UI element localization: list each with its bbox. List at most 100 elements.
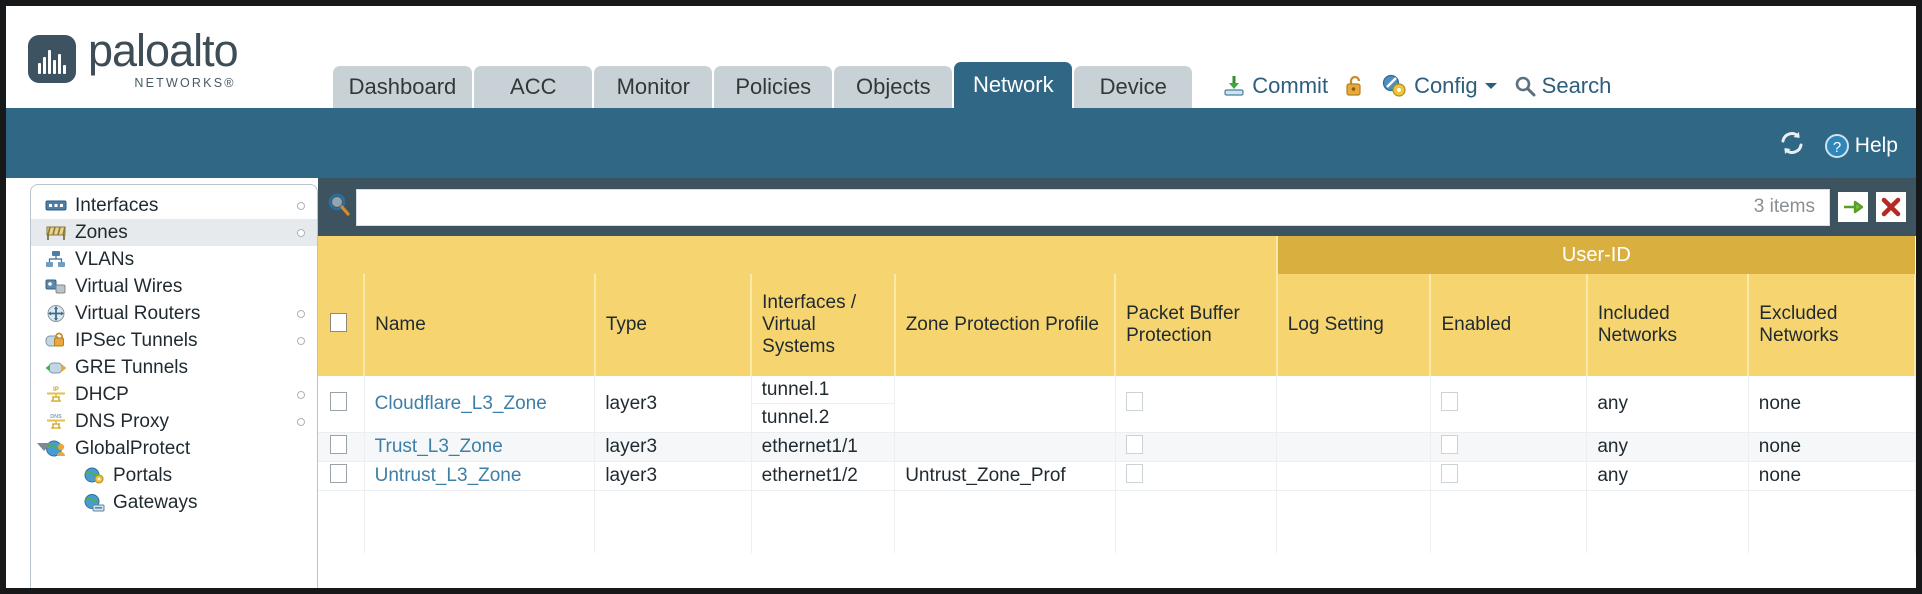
select-all-header[interactable]: [318, 274, 366, 376]
tab-dashboard[interactable]: Dashboard: [332, 66, 473, 108]
filler-cell: [364, 490, 596, 553]
cell-name[interactable]: Cloudflare_L3_Zone: [364, 376, 596, 433]
help-question-icon: ?: [1824, 133, 1850, 159]
sidebar-item-zones[interactable]: Zones: [31, 219, 317, 246]
search-field-container[interactable]: 3 items: [356, 188, 1830, 226]
sidebar-item-dns-proxy[interactable]: DNS DNS Proxy: [31, 408, 317, 435]
row-checkbox[interactable]: [330, 463, 347, 483]
column-header-interfaces[interactable]: Interfaces / Virtual Systems: [751, 274, 896, 376]
column-header-zone-protection-profile[interactable]: Zone Protection Profile: [894, 274, 1117, 376]
cell-packet-buffer-protection[interactable]: [1115, 461, 1278, 491]
cell-interfaces: ethernet1/1: [751, 432, 896, 462]
cell-zone-protection-profile: [894, 376, 1116, 433]
group-header-spacer: [318, 236, 1278, 274]
sidebar-item-label: DNS Proxy: [75, 410, 169, 432]
sidebar-item-label: Portals: [113, 464, 173, 486]
column-header-excluded-networks[interactable]: Excluded Networks: [1748, 274, 1916, 376]
search-button[interactable]: Search: [1514, 73, 1612, 99]
item-count-label: 3 items: [1753, 196, 1815, 217]
sidebar-item-dhcp[interactable]: IP DHCP: [31, 381, 317, 408]
table-row[interactable]: Untrust_L3_Zone layer3 ethernet1/2 Untru…: [318, 461, 1916, 491]
column-header-log-setting[interactable]: Log Setting: [1276, 274, 1432, 376]
sidebar-item-virtual-routers[interactable]: Virtual Routers: [31, 300, 317, 327]
tab-acc[interactable]: ACC: [474, 66, 593, 108]
sidebar-item-vlans[interactable]: VLANs: [31, 246, 317, 273]
row-select-cell[interactable]: [318, 461, 365, 491]
column-header-packet-buffer-protection[interactable]: Packet Buffer Protection: [1115, 274, 1278, 376]
user-id-enabled-checkbox[interactable]: [1440, 434, 1458, 454]
tab-network[interactable]: Network: [954, 62, 1073, 108]
apply-filter-button[interactable]: [1838, 192, 1868, 222]
status-dot: [297, 229, 305, 237]
gre-tunnels-icon: [45, 358, 67, 377]
sidebar-item-virtual-wires[interactable]: Virtual Wires: [31, 273, 317, 300]
filler-cell: [1748, 490, 1916, 553]
cell-user-id-enabled[interactable]: [1430, 376, 1588, 433]
help-label: Help: [1854, 133, 1898, 157]
clear-filter-button[interactable]: [1876, 192, 1906, 222]
sidebar-item-ipsec-tunnels[interactable]: IPSec Tunnels: [31, 327, 317, 354]
filler-cell: [751, 490, 896, 553]
network-sidebar: Interfaces Zones: [30, 184, 318, 588]
cell-name[interactable]: Untrust_L3_Zone: [364, 461, 596, 491]
row-select-cell[interactable]: [318, 432, 365, 462]
user-id-enabled-checkbox[interactable]: [1440, 463, 1458, 483]
sidebar-item-globalprotect[interactable]: GlobalProtect: [31, 435, 317, 462]
zones-icon: [45, 223, 67, 242]
svg-text:?: ?: [1833, 139, 1841, 156]
zone-name-link[interactable]: Trust_L3_Zone: [374, 436, 503, 457]
cell-log-setting: [1276, 376, 1431, 433]
logo-wordmark: paloalto: [88, 25, 239, 76]
table-row[interactable]: Trust_L3_Zone layer3 ethernet1/1: [318, 432, 1916, 462]
commit-button[interactable]: Commit: [1222, 73, 1328, 99]
packet-buffer-protection-checkbox[interactable]: [1125, 391, 1143, 411]
column-header-enabled[interactable]: Enabled: [1430, 274, 1588, 376]
cell-interfaces: ethernet1/2: [751, 461, 896, 491]
caret-expanded-icon[interactable]: [37, 443, 51, 451]
cell-name[interactable]: Trust_L3_Zone: [364, 432, 596, 462]
tab-device[interactable]: Device: [1074, 66, 1193, 108]
ipsec-tunnels-icon: [45, 331, 67, 350]
table-empty-filler-row: [318, 490, 1916, 553]
sidebar-item-portals[interactable]: Portals: [31, 462, 317, 489]
column-header-included-networks[interactable]: Included Networks: [1586, 274, 1750, 376]
tab-monitor[interactable]: Monitor: [594, 66, 713, 108]
sidebar-item-label: IPSec Tunnels: [75, 329, 198, 351]
row-select-cell[interactable]: [318, 376, 365, 433]
tab-policies[interactable]: Policies: [714, 66, 833, 108]
sidebar-item-label: VLANs: [75, 248, 135, 270]
search-input[interactable]: [367, 196, 1754, 218]
sidebar-item-gateways[interactable]: Gateways: [31, 489, 317, 516]
zone-name-link[interactable]: Untrust_L3_Zone: [374, 465, 522, 486]
sidebar-item-gre-tunnels[interactable]: GRE Tunnels: [31, 354, 317, 381]
virtual-routers-icon: [45, 304, 67, 323]
tab-objects[interactable]: Objects: [834, 66, 953, 108]
portals-icon: [83, 466, 105, 485]
row-checkbox[interactable]: [330, 434, 347, 454]
filler-cell: [1276, 490, 1431, 553]
search-icon[interactable]: [322, 192, 356, 223]
row-checkbox[interactable]: [330, 391, 347, 411]
commit-label: Commit: [1252, 73, 1329, 98]
search-row: 3 items: [318, 178, 1916, 236]
status-dot: [297, 391, 305, 399]
user-id-enabled-checkbox[interactable]: [1440, 391, 1458, 411]
sidebar-item-interfaces[interactable]: Interfaces: [31, 192, 317, 219]
table-row[interactable]: Cloudflare_L3_Zone layer3 tunnel.1 tunne…: [318, 376, 1916, 433]
packet-buffer-protection-checkbox[interactable]: [1125, 463, 1143, 483]
cell-packet-buffer-protection[interactable]: [1115, 376, 1278, 433]
cell-user-id-enabled[interactable]: [1430, 461, 1588, 491]
cell-included-networks: any: [1586, 376, 1749, 433]
help-button[interactable]: ? Help: [1824, 133, 1898, 159]
config-menu[interactable]: Config: [1382, 73, 1498, 99]
column-header-name[interactable]: Name: [364, 274, 596, 376]
search-label: Search: [1541, 73, 1612, 98]
refresh-icon[interactable]: [1778, 130, 1806, 161]
cell-packet-buffer-protection[interactable]: [1115, 432, 1278, 462]
unlock-button[interactable]: [1344, 74, 1366, 98]
packet-buffer-protection-checkbox[interactable]: [1125, 434, 1143, 454]
zone-name-link[interactable]: Cloudflare_L3_Zone: [374, 393, 547, 414]
column-header-type[interactable]: Type: [594, 274, 753, 376]
select-all-checkbox[interactable]: [330, 312, 347, 332]
cell-user-id-enabled[interactable]: [1430, 432, 1588, 462]
